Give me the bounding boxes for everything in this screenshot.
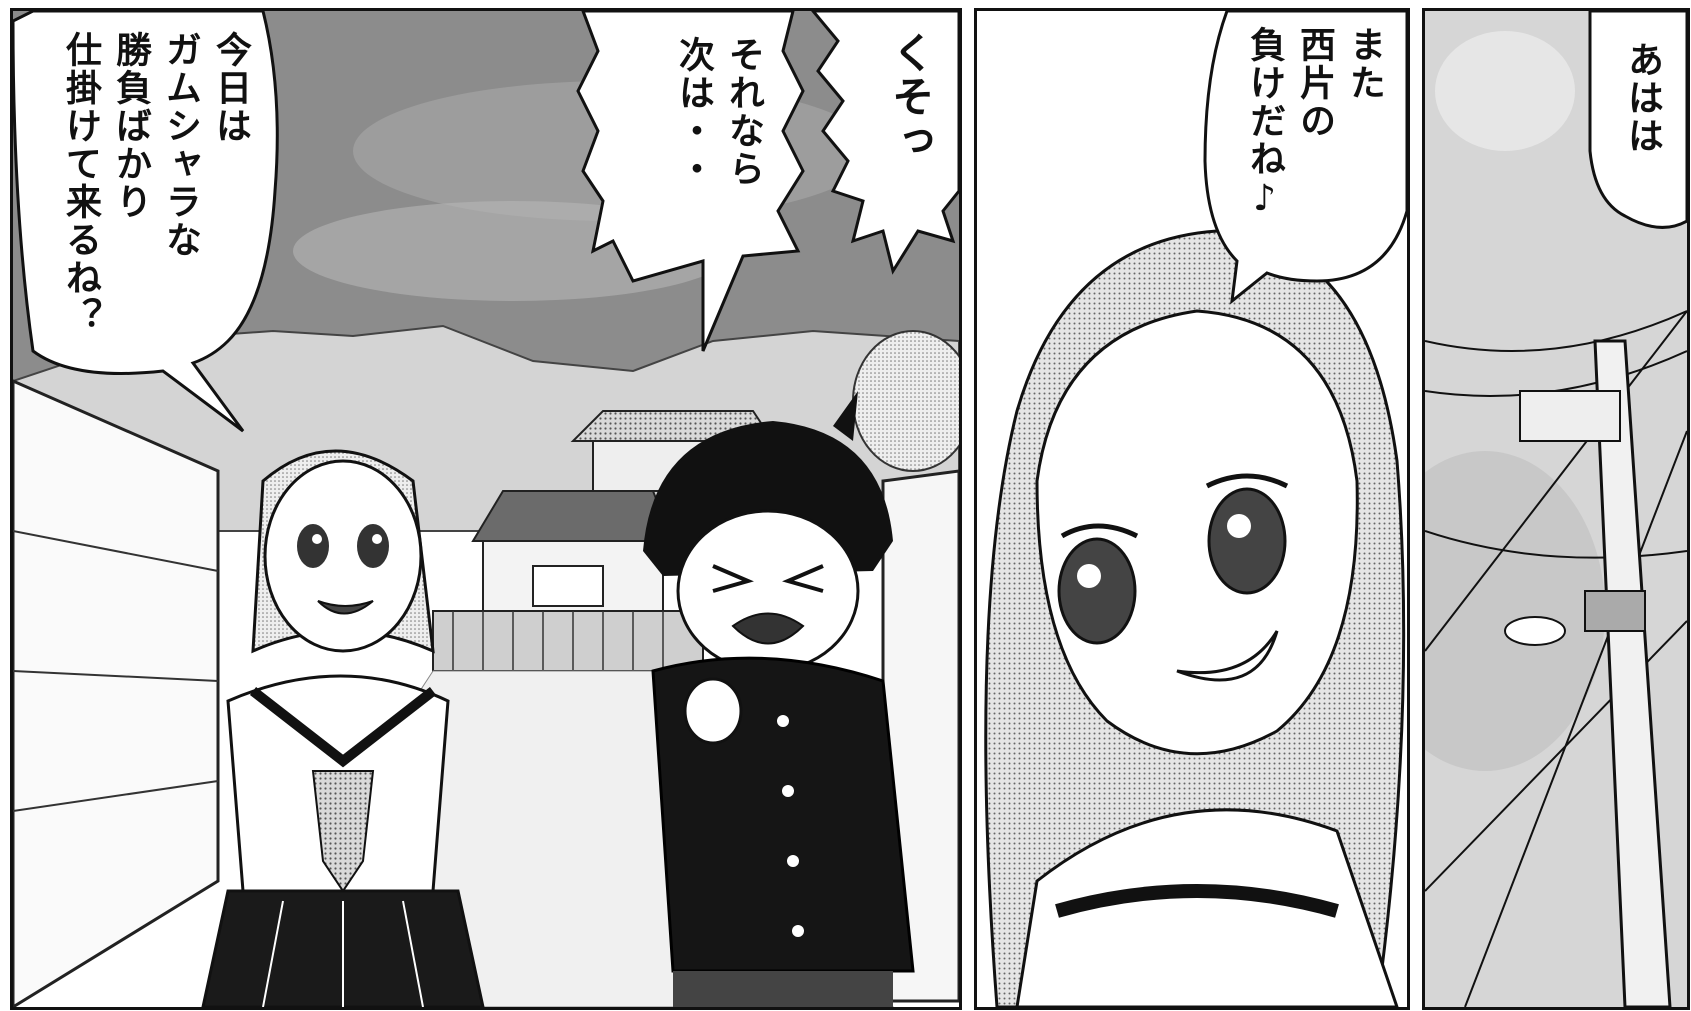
takagi-figure [201, 449, 485, 1007]
speech-balloon-takagi-2 [1203, 11, 1407, 305]
left-wall [13, 379, 220, 1007]
nishikata-dialogue-1: それなら 次は・・ [673, 36, 764, 188]
takagi-dialogue-1: 今日は ガムシャラな 勝負ばかり 仕掛けて来るね？ [60, 31, 251, 335]
takagi-dialogue-2: また 西片の 負けだね♪ [1244, 26, 1385, 221]
speech-balloon-takagi [13, 11, 279, 433]
speech-balloon-nishikata-a [576, 11, 805, 352]
speech-balloon-nishikata-b [811, 11, 959, 275]
panel-2-art [977, 11, 1407, 1007]
takagi-dialogue-3: あはは [1622, 41, 1663, 155]
panel-3-art [1425, 11, 1687, 1007]
nishikata-dialogue-2: くそっ [886, 31, 935, 163]
nishikata-figure [643, 391, 915, 1007]
utility-pole [1593, 339, 1672, 1007]
takagi-face [1035, 309, 1359, 756]
panel-2: また 西片の 負けだね♪ [974, 8, 1410, 1010]
panel-3: あはは [1422, 8, 1690, 1010]
panel-1: 今日は ガムシャラな 勝負ばかり 仕掛けて来るね？ それなら 次は・・ くそっ [10, 8, 962, 1010]
panel-1-art [13, 11, 959, 1007]
speech-balloon-takagi-3 [1588, 11, 1687, 229]
